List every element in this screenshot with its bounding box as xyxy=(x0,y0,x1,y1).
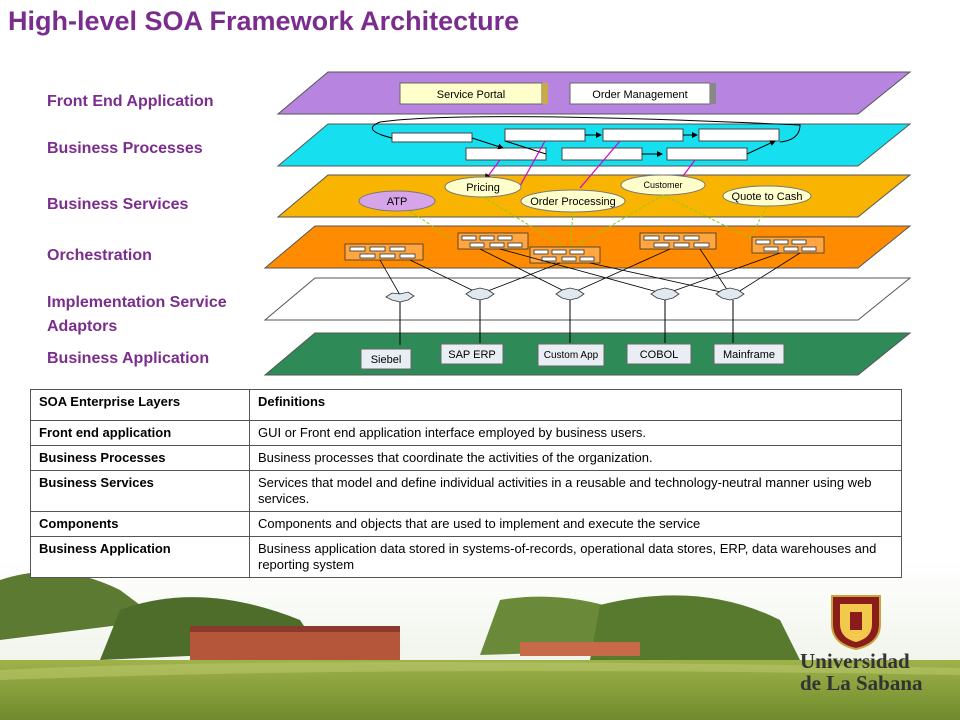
order-management-label: Order Management xyxy=(592,89,687,101)
table-cell-definition: Business processes that coordinate the a… xyxy=(249,445,902,471)
table-row: Components Components and objects that a… xyxy=(30,511,902,537)
process-arrows xyxy=(371,116,801,157)
page-title: High-level SOA Framework Architecture xyxy=(8,6,520,36)
table-header-layers: SOA Enterprise Layers xyxy=(30,389,250,421)
layer-label-front-end: Front End Application xyxy=(47,93,214,110)
soa-layer-diagram: Service Portal Order Management ATP Pric… xyxy=(263,71,912,376)
atp-service xyxy=(358,190,436,212)
sap-erp-box xyxy=(440,343,504,365)
customer-label: Customer xyxy=(643,180,682,190)
campus-photo xyxy=(0,560,960,720)
quote-to-cash-label: Quote to Cash xyxy=(732,191,803,203)
mainframe-label: Mainframe xyxy=(723,349,775,361)
university-shield-icon xyxy=(831,595,881,650)
layer-label-business-services: Business Services xyxy=(47,196,189,213)
adaptor-stars xyxy=(385,287,745,303)
table-cell-term: Business Application xyxy=(30,536,250,578)
service-orchestration-links xyxy=(409,194,768,251)
custom-app-label: Custom App xyxy=(544,350,599,361)
table-cell-definition: Components and objects that are used to … xyxy=(249,511,902,537)
layer-label-business-application: Business Application xyxy=(47,350,210,367)
orchestration-adaptor-links xyxy=(379,248,801,296)
table-cell-term: Business Services xyxy=(30,470,250,512)
table-cell-term: Components xyxy=(30,511,250,537)
service-portal-label: Service Portal xyxy=(437,89,505,101)
siebel-label: Siebel xyxy=(371,354,402,366)
process-service-links xyxy=(484,140,696,189)
logo-line-1: Universidad xyxy=(800,649,910,673)
adaptor-plane xyxy=(263,277,912,321)
pricing-label: Pricing xyxy=(466,182,500,194)
definitions-table: SOA Enterprise Layers Definitions Front … xyxy=(30,389,902,578)
table-row: Business Application Business applicatio… xyxy=(30,536,902,578)
table-cell-definition: GUI or Front end application interface e… xyxy=(249,420,902,446)
service-portal-box-side xyxy=(542,83,548,104)
table-cell-definition: Business application data stored in syst… xyxy=(249,536,902,578)
table-header-definitions: Definitions xyxy=(249,389,902,421)
order-management-box-side xyxy=(710,83,716,104)
table-row: Front end application GUI or Front end a… xyxy=(30,420,902,446)
table-cell-definition: Services that model and define individua… xyxy=(249,470,902,512)
table-cell-term: Business Processes xyxy=(30,445,250,471)
table-row: Business Processes Business processes th… xyxy=(30,445,902,471)
table-header-row: SOA Enterprise Layers Definitions xyxy=(30,389,902,421)
cobol-box xyxy=(626,343,692,365)
layer-label-adaptors: Implementation Service Adaptors xyxy=(47,294,227,335)
atp-label: ATP xyxy=(387,196,408,208)
adaptor-application-links xyxy=(399,300,734,345)
layer-label-business-processes: Business Processes xyxy=(47,140,203,157)
cobol-label: COBOL xyxy=(640,349,679,361)
sap-erp-label: SAP ERP xyxy=(448,349,496,361)
table-row: Business Services Services that model an… xyxy=(30,470,902,512)
custom-app-box xyxy=(537,343,605,367)
siebel-box xyxy=(360,348,412,370)
table-cell-term: Front end application xyxy=(30,420,250,446)
orchestration-flows xyxy=(344,232,825,264)
logo-line-2: de La Sabana xyxy=(800,671,923,695)
layer-label-orchestration: Orchestration xyxy=(47,247,152,264)
order-processing-label: Order Processing xyxy=(530,196,616,208)
mainframe-box xyxy=(713,343,785,365)
university-logo: Universidad de La Sabana xyxy=(800,650,923,694)
